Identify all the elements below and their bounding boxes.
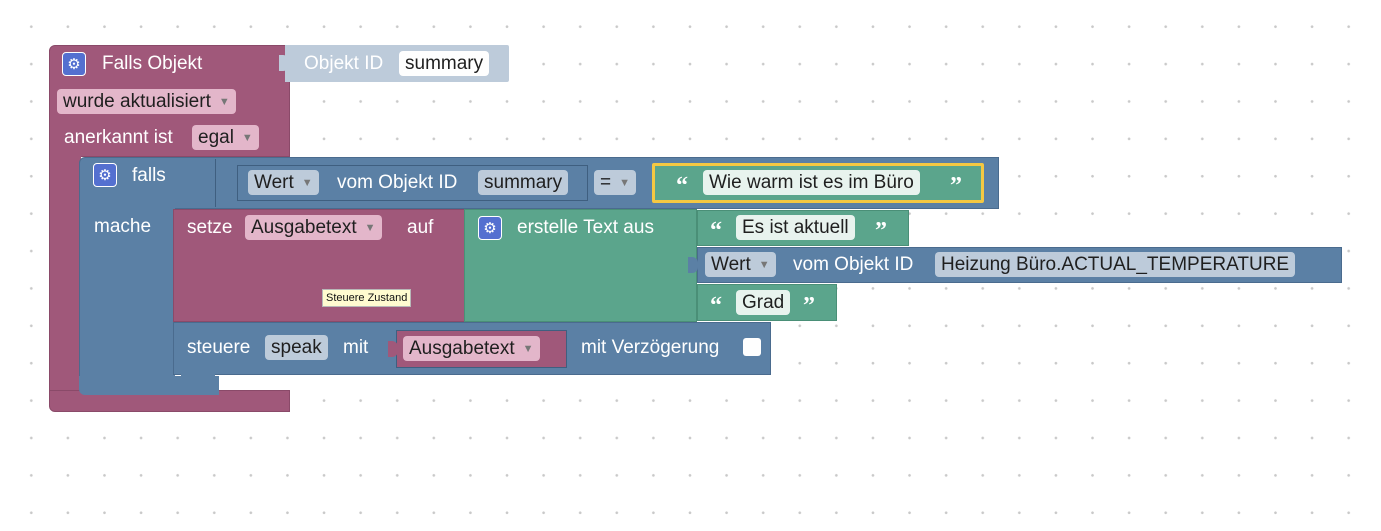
- operator-dropdown[interactable]: =▼: [594, 170, 636, 195]
- control-variable-dropdown[interactable]: Ausgabetext ▼: [403, 336, 540, 361]
- if-block-footer: [79, 376, 219, 395]
- dropdown-caret-icon: ▼: [218, 96, 230, 108]
- control-block-tab: [181, 374, 215, 380]
- ack-dropdown-value: egal: [198, 127, 234, 148]
- open-quote-icon: “: [676, 173, 688, 199]
- dropdown-caret-icon: ▼: [241, 132, 253, 144]
- ack-dropdown[interactable]: egal ▼: [192, 125, 259, 150]
- set-variable-dropdown[interactable]: Ausgabetext ▼: [245, 215, 382, 240]
- tooltip: Steuere Zustand: [322, 289, 412, 307]
- dropdown-caret-icon: ▼: [364, 222, 376, 234]
- control-target-field[interactable]: speak: [265, 335, 328, 360]
- open-quote-icon: “: [710, 218, 722, 244]
- item2-value-text: Wert: [711, 254, 751, 275]
- if-label: falls: [132, 165, 166, 186]
- mode-dropdown[interactable]: wurde aktualisiert ▼: [57, 89, 236, 114]
- trigger-title: Falls Objekt: [102, 53, 203, 74]
- item2-value-dropdown[interactable]: Wert ▼: [705, 252, 776, 277]
- object-id-label: Objekt ID: [304, 53, 384, 74]
- value-dropdown[interactable]: Wert ▼: [248, 170, 319, 195]
- close-quote-icon: ”: [803, 293, 815, 319]
- input-connector: [688, 257, 698, 273]
- operator-value: =: [600, 172, 612, 193]
- of-object-label: vom Objekt ID: [337, 172, 458, 193]
- set-label: setze: [187, 217, 233, 238]
- compare-text-field[interactable]: Wie warm ist es im Büro: [703, 170, 920, 195]
- control-label: steuere: [187, 337, 251, 358]
- text-item-3-field[interactable]: Grad: [736, 290, 791, 315]
- dropdown-caret-icon: ▼: [758, 259, 770, 271]
- if-block-body-left: [79, 207, 175, 390]
- with-label: mit: [343, 337, 369, 358]
- gear-icon[interactable]: ⚙: [93, 163, 117, 187]
- set-variable-value: Ausgabetext: [251, 217, 357, 238]
- dropdown-caret-icon: ▼: [619, 177, 630, 189]
- object-id-field[interactable]: summary: [399, 51, 490, 76]
- close-quote-icon: ”: [875, 218, 887, 244]
- dropdown-caret-icon: ▼: [522, 343, 534, 355]
- control-variable-value: Ausgabetext: [409, 338, 515, 359]
- to-label: auf: [407, 217, 434, 238]
- input-connector: [388, 341, 398, 357]
- input-connector: [279, 55, 289, 71]
- value-dropdown-text: Wert: [254, 172, 294, 193]
- condition-object-id[interactable]: summary: [478, 170, 569, 195]
- close-quote-icon: ”: [950, 173, 962, 199]
- do-label: mache: [94, 216, 152, 237]
- item2-object-id-field[interactable]: Heizung Büro.ACTUAL_TEMPERATURE: [935, 252, 1296, 277]
- open-quote-icon: “: [710, 293, 722, 319]
- ack-label: anerkannt ist: [64, 127, 173, 148]
- delay-checkbox[interactable]: [743, 338, 761, 356]
- mode-dropdown-value: wurde aktualisiert: [63, 91, 211, 112]
- text-item-1-field[interactable]: Es ist aktuell: [736, 215, 855, 240]
- gear-icon[interactable]: ⚙: [62, 52, 86, 76]
- text-join-label: erstelle Text aus: [517, 217, 654, 238]
- trigger-block-body-left: [49, 150, 81, 396]
- delay-label: mit Verzögerung: [581, 337, 720, 358]
- gear-icon[interactable]: ⚙: [478, 216, 502, 240]
- item2-of-object-label: vom Objekt ID: [793, 254, 914, 275]
- dropdown-caret-icon: ▼: [301, 177, 313, 189]
- text-join-block[interactable]: [464, 209, 697, 322]
